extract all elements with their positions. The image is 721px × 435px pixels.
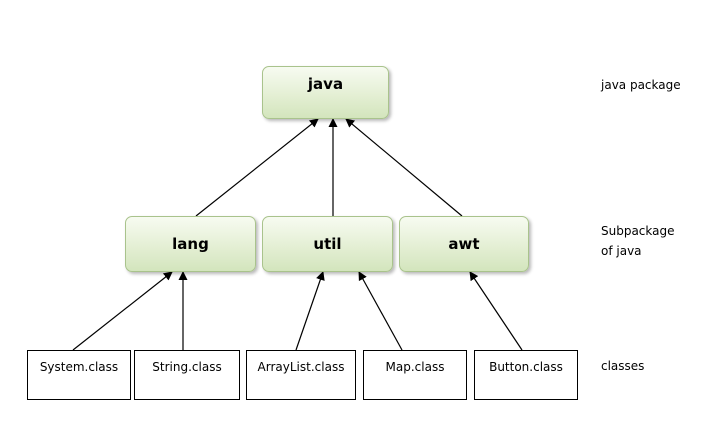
arrow-arraylist-to-util xyxy=(295,271,325,351)
package-java-label: java xyxy=(307,74,344,93)
subpackage-awt-label: awt xyxy=(448,235,480,253)
class-button: Button.class xyxy=(474,350,578,400)
arrow-map-to-util xyxy=(358,271,403,351)
annotation-subpackage: Subpackage of java xyxy=(601,221,675,261)
annotation-subpackage-line2: of java xyxy=(601,244,642,258)
class-map: Map.class xyxy=(363,350,467,400)
class-string: String.class xyxy=(134,350,240,400)
class-button-label: Button.class xyxy=(489,360,563,374)
arrow-awt-to-java xyxy=(345,118,463,217)
package-java: java xyxy=(262,66,389,119)
annotation-java-package: java package xyxy=(601,78,681,92)
class-arraylist: ArrayList.class xyxy=(246,350,356,400)
class-arraylist-label: ArrayList.class xyxy=(257,360,345,374)
annotation-classes: classes xyxy=(601,359,645,373)
class-string-label: String.class xyxy=(152,360,222,374)
subpackage-util: util xyxy=(262,216,393,272)
subpackage-lang-label: lang xyxy=(172,235,209,253)
subpackage-awt: awt xyxy=(399,216,529,272)
arrow-lang-to-java xyxy=(195,118,319,217)
subpackage-util-label: util xyxy=(313,235,342,253)
arrow-button-to-awt xyxy=(469,271,523,351)
class-system-label: System.class xyxy=(39,360,119,374)
annotation-subpackage-line1: Subpackage xyxy=(601,224,675,238)
arrow-system-to-lang xyxy=(72,271,173,351)
class-map-label: Map.class xyxy=(385,360,445,374)
subpackage-lang: lang xyxy=(125,216,256,272)
class-system: System.class xyxy=(27,350,131,400)
